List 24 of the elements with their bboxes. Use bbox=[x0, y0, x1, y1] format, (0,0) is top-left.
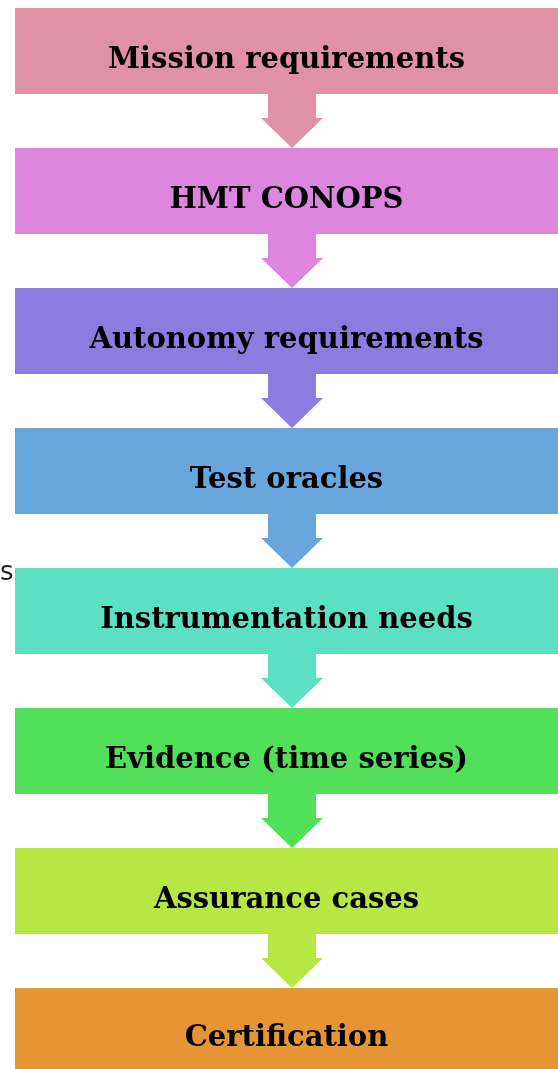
box-label: Evidence (time series) bbox=[105, 741, 468, 775]
process-box bbox=[15, 568, 558, 654]
box-label: Autonomy requirements bbox=[89, 321, 484, 355]
box-label: Mission requirements bbox=[107, 41, 466, 75]
process-box bbox=[15, 288, 558, 374]
box-label: Instrumentation needs bbox=[100, 601, 473, 635]
box-label: HMT CONOPS bbox=[169, 181, 404, 215]
process-box bbox=[15, 8, 558, 94]
block-arrow bbox=[261, 934, 323, 988]
process-box bbox=[15, 428, 558, 514]
text-fragment: s bbox=[0, 556, 14, 586]
block-arrow bbox=[261, 94, 323, 148]
box-label: Test oracles bbox=[189, 461, 384, 495]
block-arrow bbox=[261, 514, 323, 568]
block-arrow bbox=[261, 374, 323, 428]
process-box bbox=[15, 848, 558, 934]
block-arrow bbox=[261, 794, 323, 848]
process-box bbox=[15, 148, 558, 234]
block-arrow bbox=[261, 654, 323, 708]
process-box bbox=[15, 988, 558, 1069]
box-label: Certification bbox=[184, 1018, 389, 1053]
process-box bbox=[15, 708, 558, 794]
box-label: Assurance cases bbox=[153, 881, 420, 915]
block-arrow bbox=[261, 234, 323, 288]
